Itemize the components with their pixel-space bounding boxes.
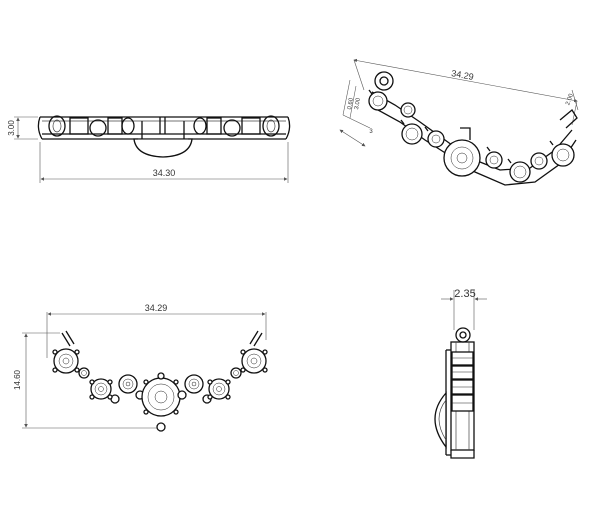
side-view: 2.35 [434,288,487,459]
side-width-dimension: 2.35 [454,288,475,300]
side-stones [451,351,474,412]
iso-prongs [368,89,554,164]
isometric-view: 34.29 0.60 3.00 3 2.00 [339,58,579,186]
front-length-dimension: 34.30 [153,168,176,178]
top-stones [53,348,267,432]
front-view: 34.30 3.00 [7,115,291,183]
iso-dim-b: 3.00 [354,97,362,110]
iso-dim-a: 0.60 [347,97,355,110]
iso-stones [368,91,575,183]
front-stones-right [193,115,280,137]
iso-length-dimension: 34.29 [451,68,475,82]
iso-dim-c: 2.00 [565,93,575,107]
top-prong-dots [52,349,268,415]
iso-dim-side: 3 [369,129,373,135]
front-height-dimension: 3.00 [7,120,16,136]
front-stones-left [48,115,135,137]
top-view: 34.29 14.60 [13,303,268,432]
top-length-dimension: 34.29 [145,303,168,313]
top-height-dimension: 14.60 [13,369,22,390]
